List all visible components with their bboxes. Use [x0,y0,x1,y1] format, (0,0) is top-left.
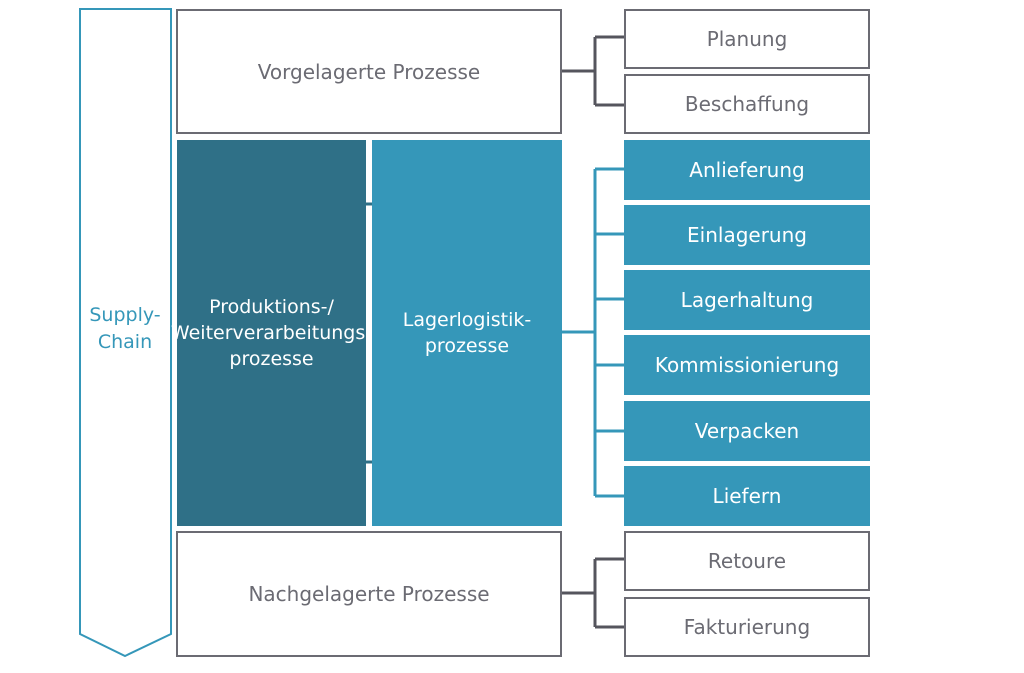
upstream-item-label: Planung [706,27,788,51]
warehouse-item-lagerhaltung: Lagerhaltung [624,270,870,330]
production-label-line1: Produktions-/ [209,296,334,318]
supply-chain-label: Supply- Chain [82,302,168,356]
upstream-item-beschaffung: Beschaffung [624,74,870,134]
warehouse-item-label: Einlagerung [687,223,807,247]
production-label-line3: prozesse [229,348,314,370]
upstream-process-box: Vorgelagerte Prozesse [176,9,562,134]
warehouse-label-line2: prozesse [424,335,510,357]
upstream-item-planung: Planung [624,9,870,69]
downstream-item-retoure: Retoure [624,531,870,591]
production-warehouse-links [365,202,372,464]
upstream-process-title: Vorgelagerte Prozesse [257,59,481,84]
warehouse-process-box: Lagerlogistik- prozesse [372,140,562,526]
warehouse-item-label: Kommissionierung [654,353,840,377]
warehouse-item-anlieferung: Anlieferung [624,140,870,200]
downstream-process-box: Nachgelagerte Prozesse [176,531,562,657]
downstream-item-label: Fakturierung [683,615,811,639]
warehouse-item-label: Lagerhaltung [680,288,814,312]
production-process-box: Produktions-/ Weiterverarbeitungs- proze… [171,140,372,526]
warehouse-connector [561,167,625,498]
warehouse-label-line1: Lagerlogistik- [402,309,532,331]
warehouse-item-einlagerung: Einlagerung [624,205,870,265]
upstream-item-label: Beschaffung [684,92,810,116]
downstream-item-label: Retoure [707,549,787,573]
upstream-connector [561,35,625,107]
supply-chain-arrow [79,8,172,658]
warehouse-item-kommissionierung: Kommissionierung [624,335,870,395]
supply-chain-label-line2: Chain [97,331,153,353]
warehouse-item-liefern: Liefern [624,466,870,526]
production-label-line2: Weiterverarbeitungs- [170,322,373,344]
downstream-connector [561,557,625,629]
warehouse-item-verpacken: Verpacken [624,401,870,461]
warehouse-item-label: Liefern [712,484,782,508]
downstream-item-fakturierung: Fakturierung [624,597,870,657]
supply-chain-label-line1: Supply- [89,304,161,326]
warehouse-item-label: Verpacken [694,419,800,443]
warehouse-item-label: Anlieferung [689,158,805,182]
downstream-process-title: Nachgelagerte Prozesse [248,582,490,606]
